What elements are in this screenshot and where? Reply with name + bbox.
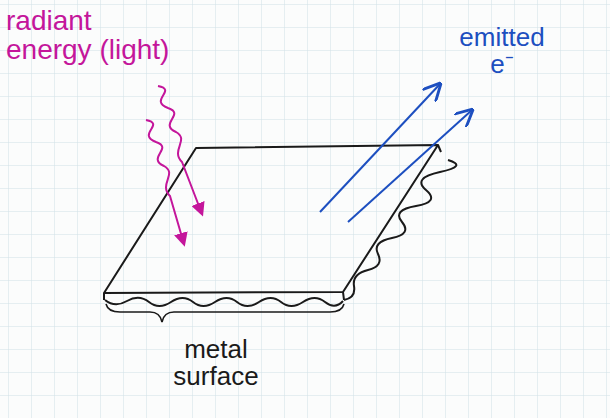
brace	[106, 304, 344, 322]
light-ray	[146, 86, 202, 244]
surface-label: metal surface	[160, 336, 272, 391]
electron-path	[320, 84, 472, 222]
metal-plate	[104, 145, 456, 306]
electron-label: emitted e⁻	[452, 24, 552, 79]
light-label: radiant energy (light)	[6, 6, 178, 65]
